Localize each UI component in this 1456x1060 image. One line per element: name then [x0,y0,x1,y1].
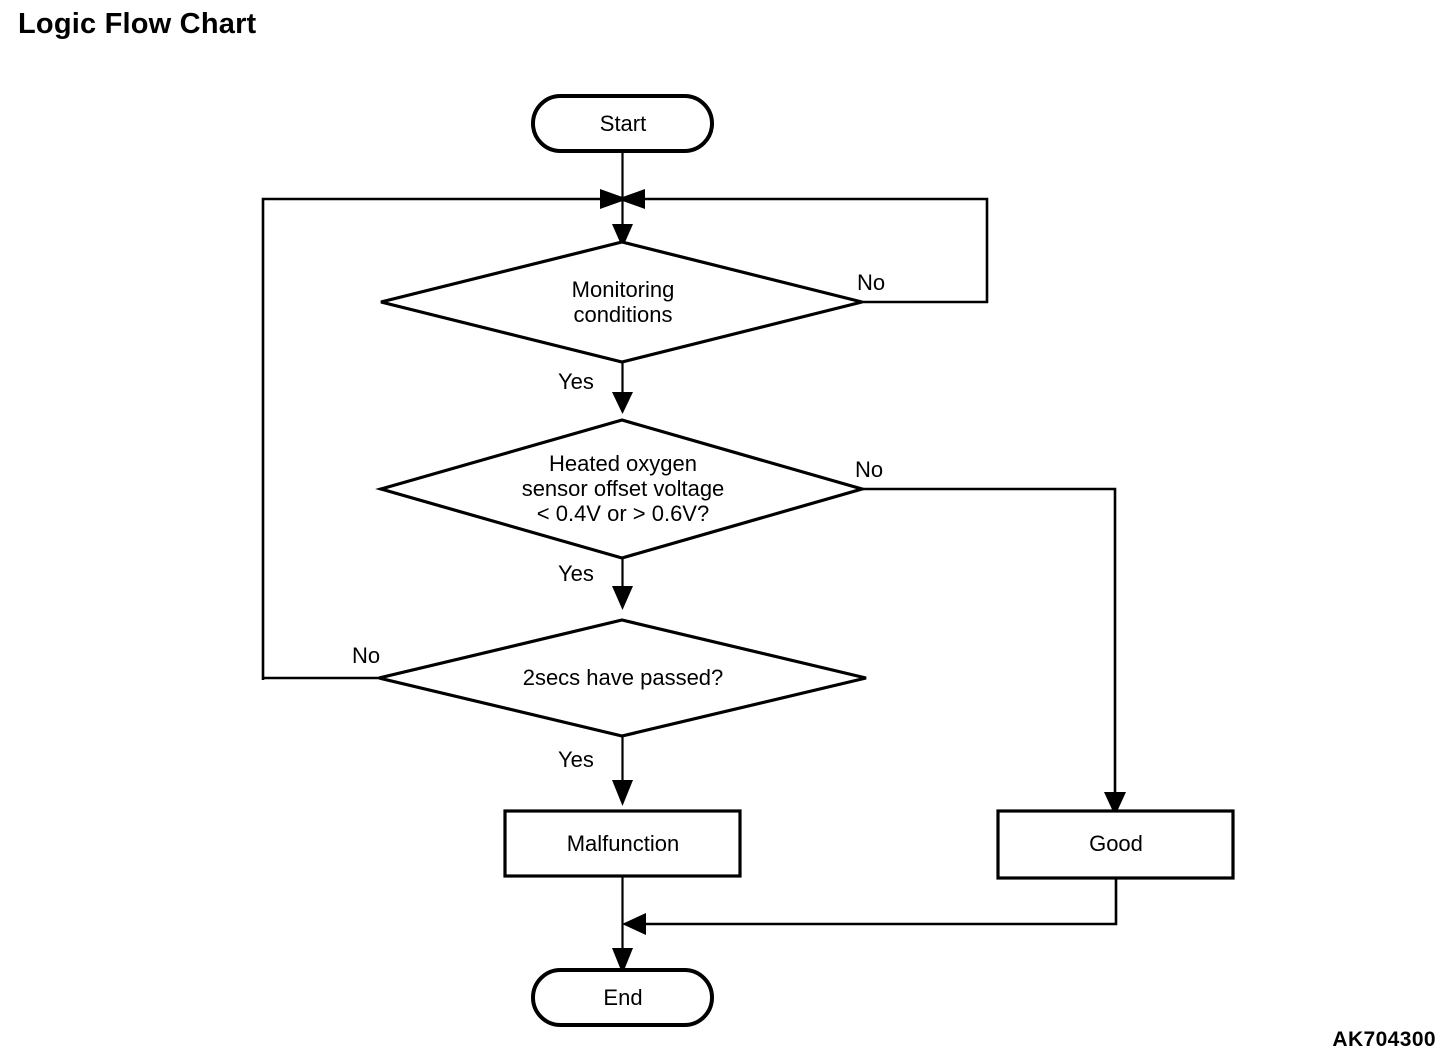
start-label: Start [600,111,646,136]
arrowhead-loop-right [617,189,645,209]
node-malfunction: Malfunction [503,809,742,878]
edge-good-to-end [634,878,1118,926]
figure-code: AK704300 [1332,1028,1436,1051]
node-start: Start [531,94,714,153]
good-label: Good [1089,831,1143,856]
node-timer-check: 2secs have passed? [378,618,867,738]
edge-label-monitoring-yes: Yes [558,369,594,394]
arrowhead-into-end [612,948,633,974]
node-monitoring-conditions: Monitoring conditions [380,240,863,364]
arrowhead-into-malfunction [612,780,633,806]
arrowhead-into-monitoring [612,224,633,248]
arrowhead-into-timer [612,586,633,610]
node-good: Good [996,809,1235,880]
page-title: Logic Flow Chart [18,8,257,40]
edge-label-timer-no: No [352,643,380,668]
end-shape [531,968,714,1027]
malfunction-label: Malfunction [567,831,680,856]
monitoring-conditions-label-line2: conditions [573,302,672,327]
edge-timer-no-loop [261,197,612,680]
edge-voltage-no [862,487,1117,800]
node-sensor-voltage-check: Heated oxygen sensor offset voltage < 0.… [375,418,868,560]
edge-label-monitoring-no: No [857,270,885,295]
end-label: End [603,985,642,1010]
edge-label-timer-yes: Yes [558,747,594,772]
monitoring-conditions-label-line1: Monitoring [572,277,675,302]
good-shape [996,809,1235,880]
arrowhead-loop-left [600,189,628,209]
arrowhead-into-good [1104,792,1126,816]
sensor-voltage-label-line3: < 0.4V or > 0.6V? [537,501,709,526]
sensor-voltage-label-line2: sensor offset voltage [522,476,725,501]
node-end: End [531,968,714,1027]
sensor-voltage-label-line1: Heated oxygen [549,451,697,476]
edge-monitoring-no-loop [633,197,989,303]
edge-label-voltage-no: No [855,457,883,482]
timer-check-label: 2secs have passed? [523,665,724,690]
edge-label-voltage-yes: Yes [558,561,594,586]
arrowhead-into-voltage [612,392,633,414]
arrowhead-merge-left [622,913,646,935]
malfunction-shape [503,809,742,878]
